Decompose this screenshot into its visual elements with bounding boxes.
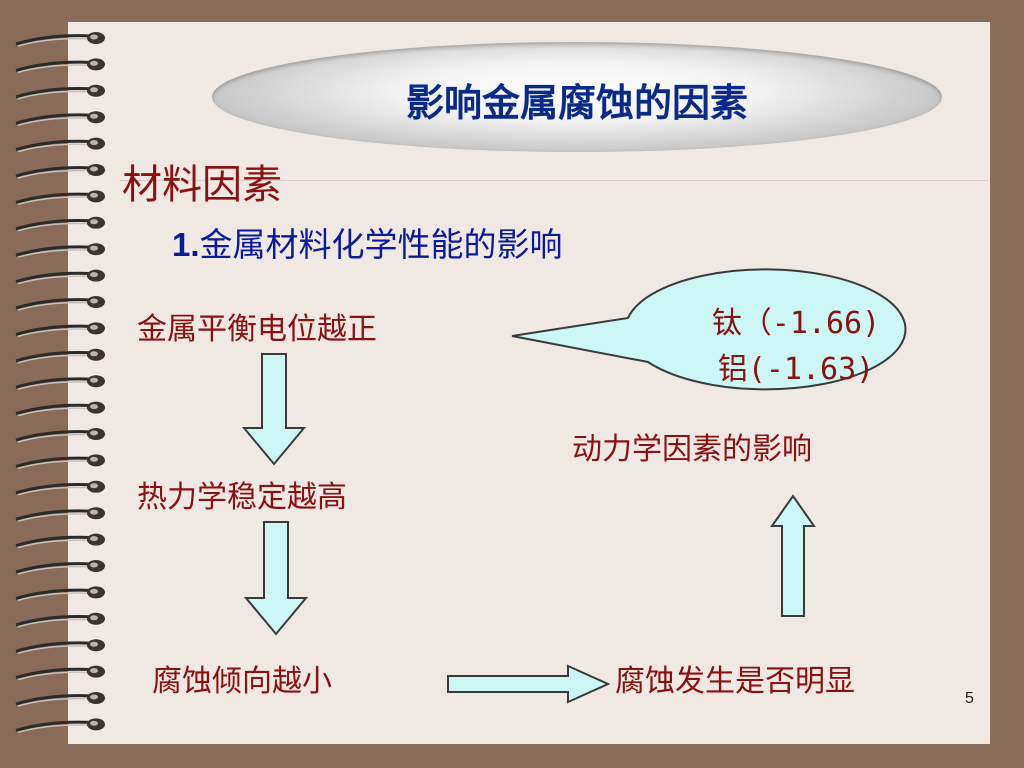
spiral-ring (15, 533, 105, 549)
spiral-ring (15, 243, 105, 258)
spiral-ring (15, 560, 105, 575)
right-arrow (447, 664, 610, 704)
spiral-ring (15, 665, 105, 681)
spiral-ring (15, 401, 105, 417)
spiral-ring (15, 639, 105, 654)
spiral-ring (15, 480, 105, 496)
spiral-ring (15, 428, 105, 443)
spiral-ring (15, 718, 105, 734)
subheading: 1.金属材料化学性能的影响 (172, 218, 563, 266)
flow-step-kinetics: 动力学因素的影响 (572, 432, 812, 467)
spiral-ring (15, 111, 105, 126)
spiral-ring (15, 58, 105, 74)
spiral-ring (15, 269, 105, 285)
section-heading: 材料因素 (122, 162, 282, 208)
down-arrow-1 (242, 353, 306, 466)
spiral-ring (15, 84, 105, 100)
spiral-ring (15, 32, 105, 47)
flow-step-thermo: 热力学稳定越高 (137, 480, 347, 515)
spiral-ring (15, 586, 105, 602)
callout-line-titanium: 钛（-1.66) (711, 306, 881, 341)
flow-step-tendency: 腐蚀倾向越小 (152, 664, 332, 699)
title-ellipse (212, 42, 942, 152)
down-arrow-2 (244, 521, 308, 636)
spiral-ring (15, 296, 105, 311)
spiral-ring (15, 612, 105, 628)
spiral-ring (15, 454, 105, 470)
spiral-binding (15, 32, 105, 734)
flow-step-obvious: 腐蚀发生是否明显 (615, 664, 855, 699)
spiral-ring (15, 216, 105, 232)
subheading-text: 金属材料化学性能的影响 (199, 225, 563, 264)
slide-title: 影响金属腐蚀的因素 (405, 81, 748, 125)
page-number: 5 (965, 690, 974, 707)
spiral-ring (15, 137, 105, 153)
up-arrow (770, 494, 816, 617)
subheading-number: 1. (172, 226, 200, 263)
divider-line (120, 180, 988, 181)
spiral-ring (15, 348, 105, 364)
spiral-ring (15, 190, 105, 206)
spiral-ring (15, 507, 105, 522)
spiral-ring (15, 164, 105, 179)
spiral-ring (15, 322, 105, 338)
spiral-ring (15, 692, 105, 707)
spiral-ring (15, 375, 105, 390)
callout-line-aluminum: 铝(-1.63) (717, 352, 875, 387)
flow-step-potential: 金属平衡电位越正 (137, 312, 377, 347)
